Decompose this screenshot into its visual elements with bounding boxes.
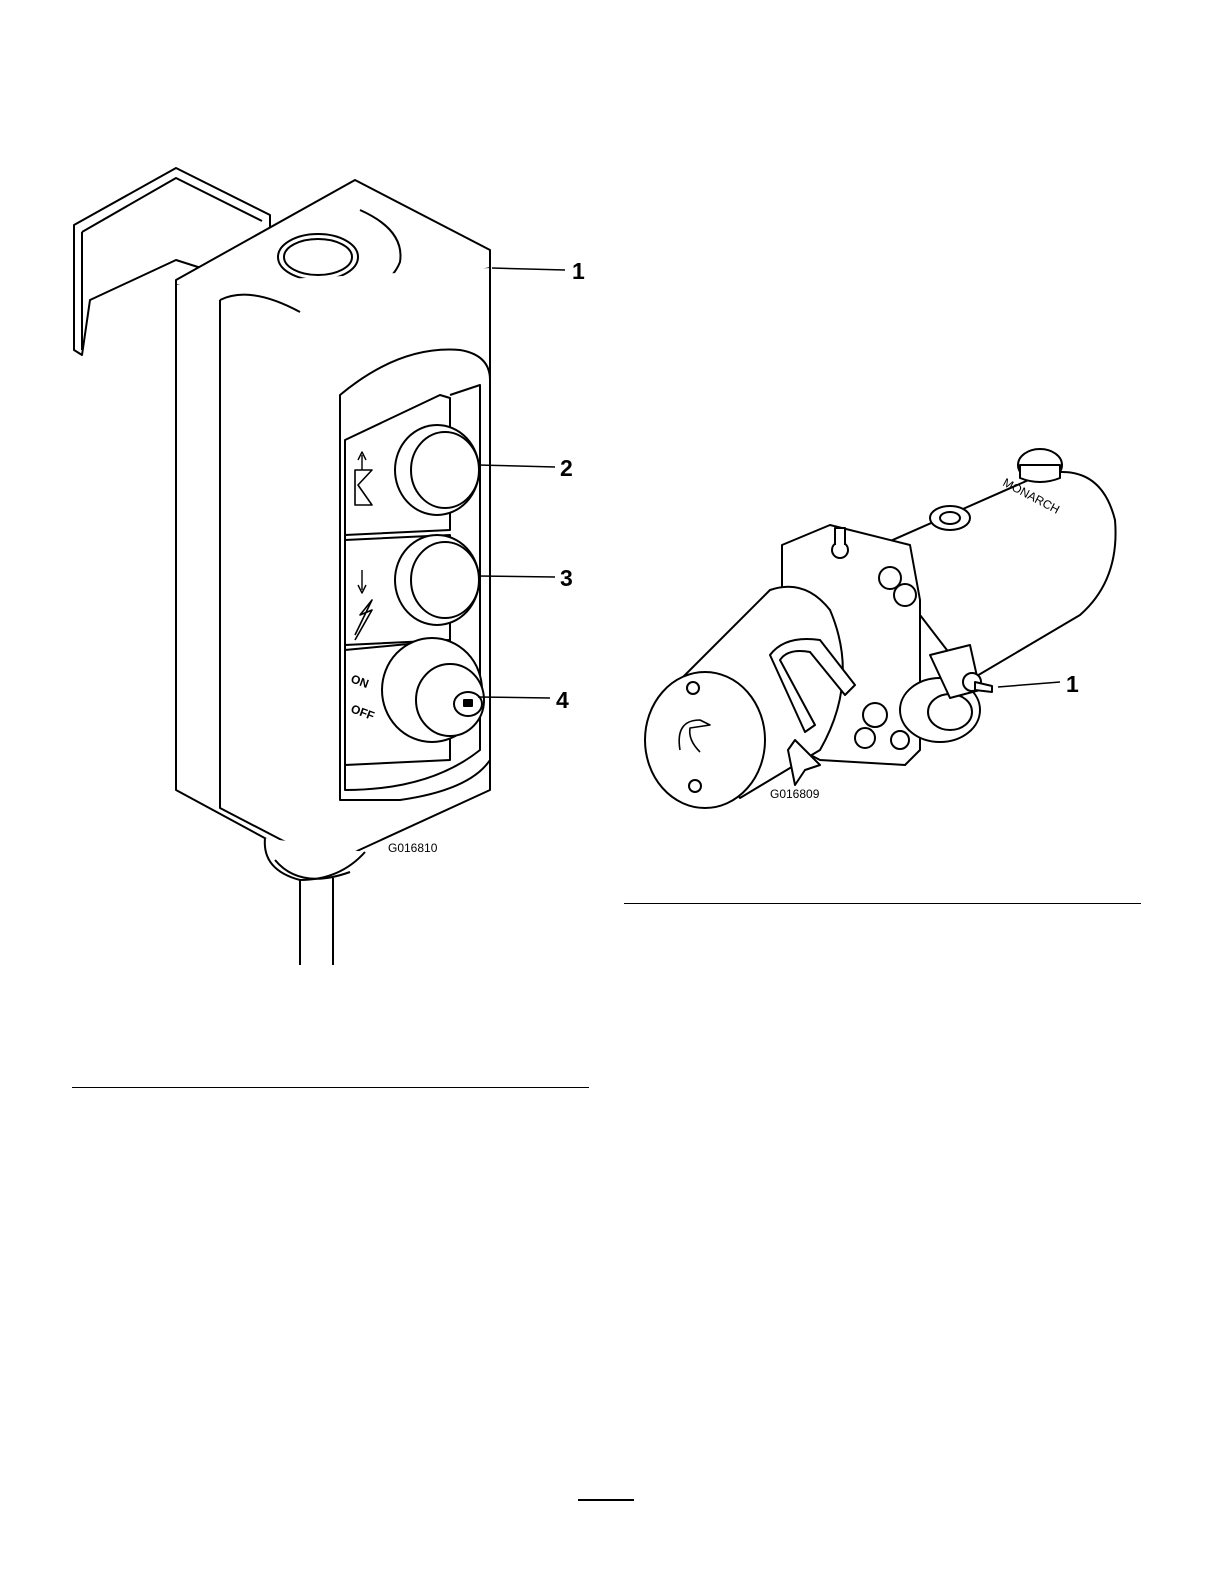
figure-id-left: G016810 [388,841,438,855]
page-number-rule [578,1499,634,1501]
figure-rule-left [72,1087,589,1088]
figure-rule-right [624,903,1141,904]
figure-id-right: G016809 [770,787,820,801]
hydraulic-pump-figure: MONARCH 1 G016809 [620,420,1220,820]
callout-2: 2 [560,455,573,481]
callout-4: 4 [556,687,569,713]
cable-hole [278,234,358,280]
callout-1-right: 1 [1066,671,1079,697]
callout-3: 3 [560,565,573,591]
callout-1: 1 [572,258,585,284]
pendant-control-figure: ON OFF 1 2 3 4 G016810 [0,0,600,1000]
